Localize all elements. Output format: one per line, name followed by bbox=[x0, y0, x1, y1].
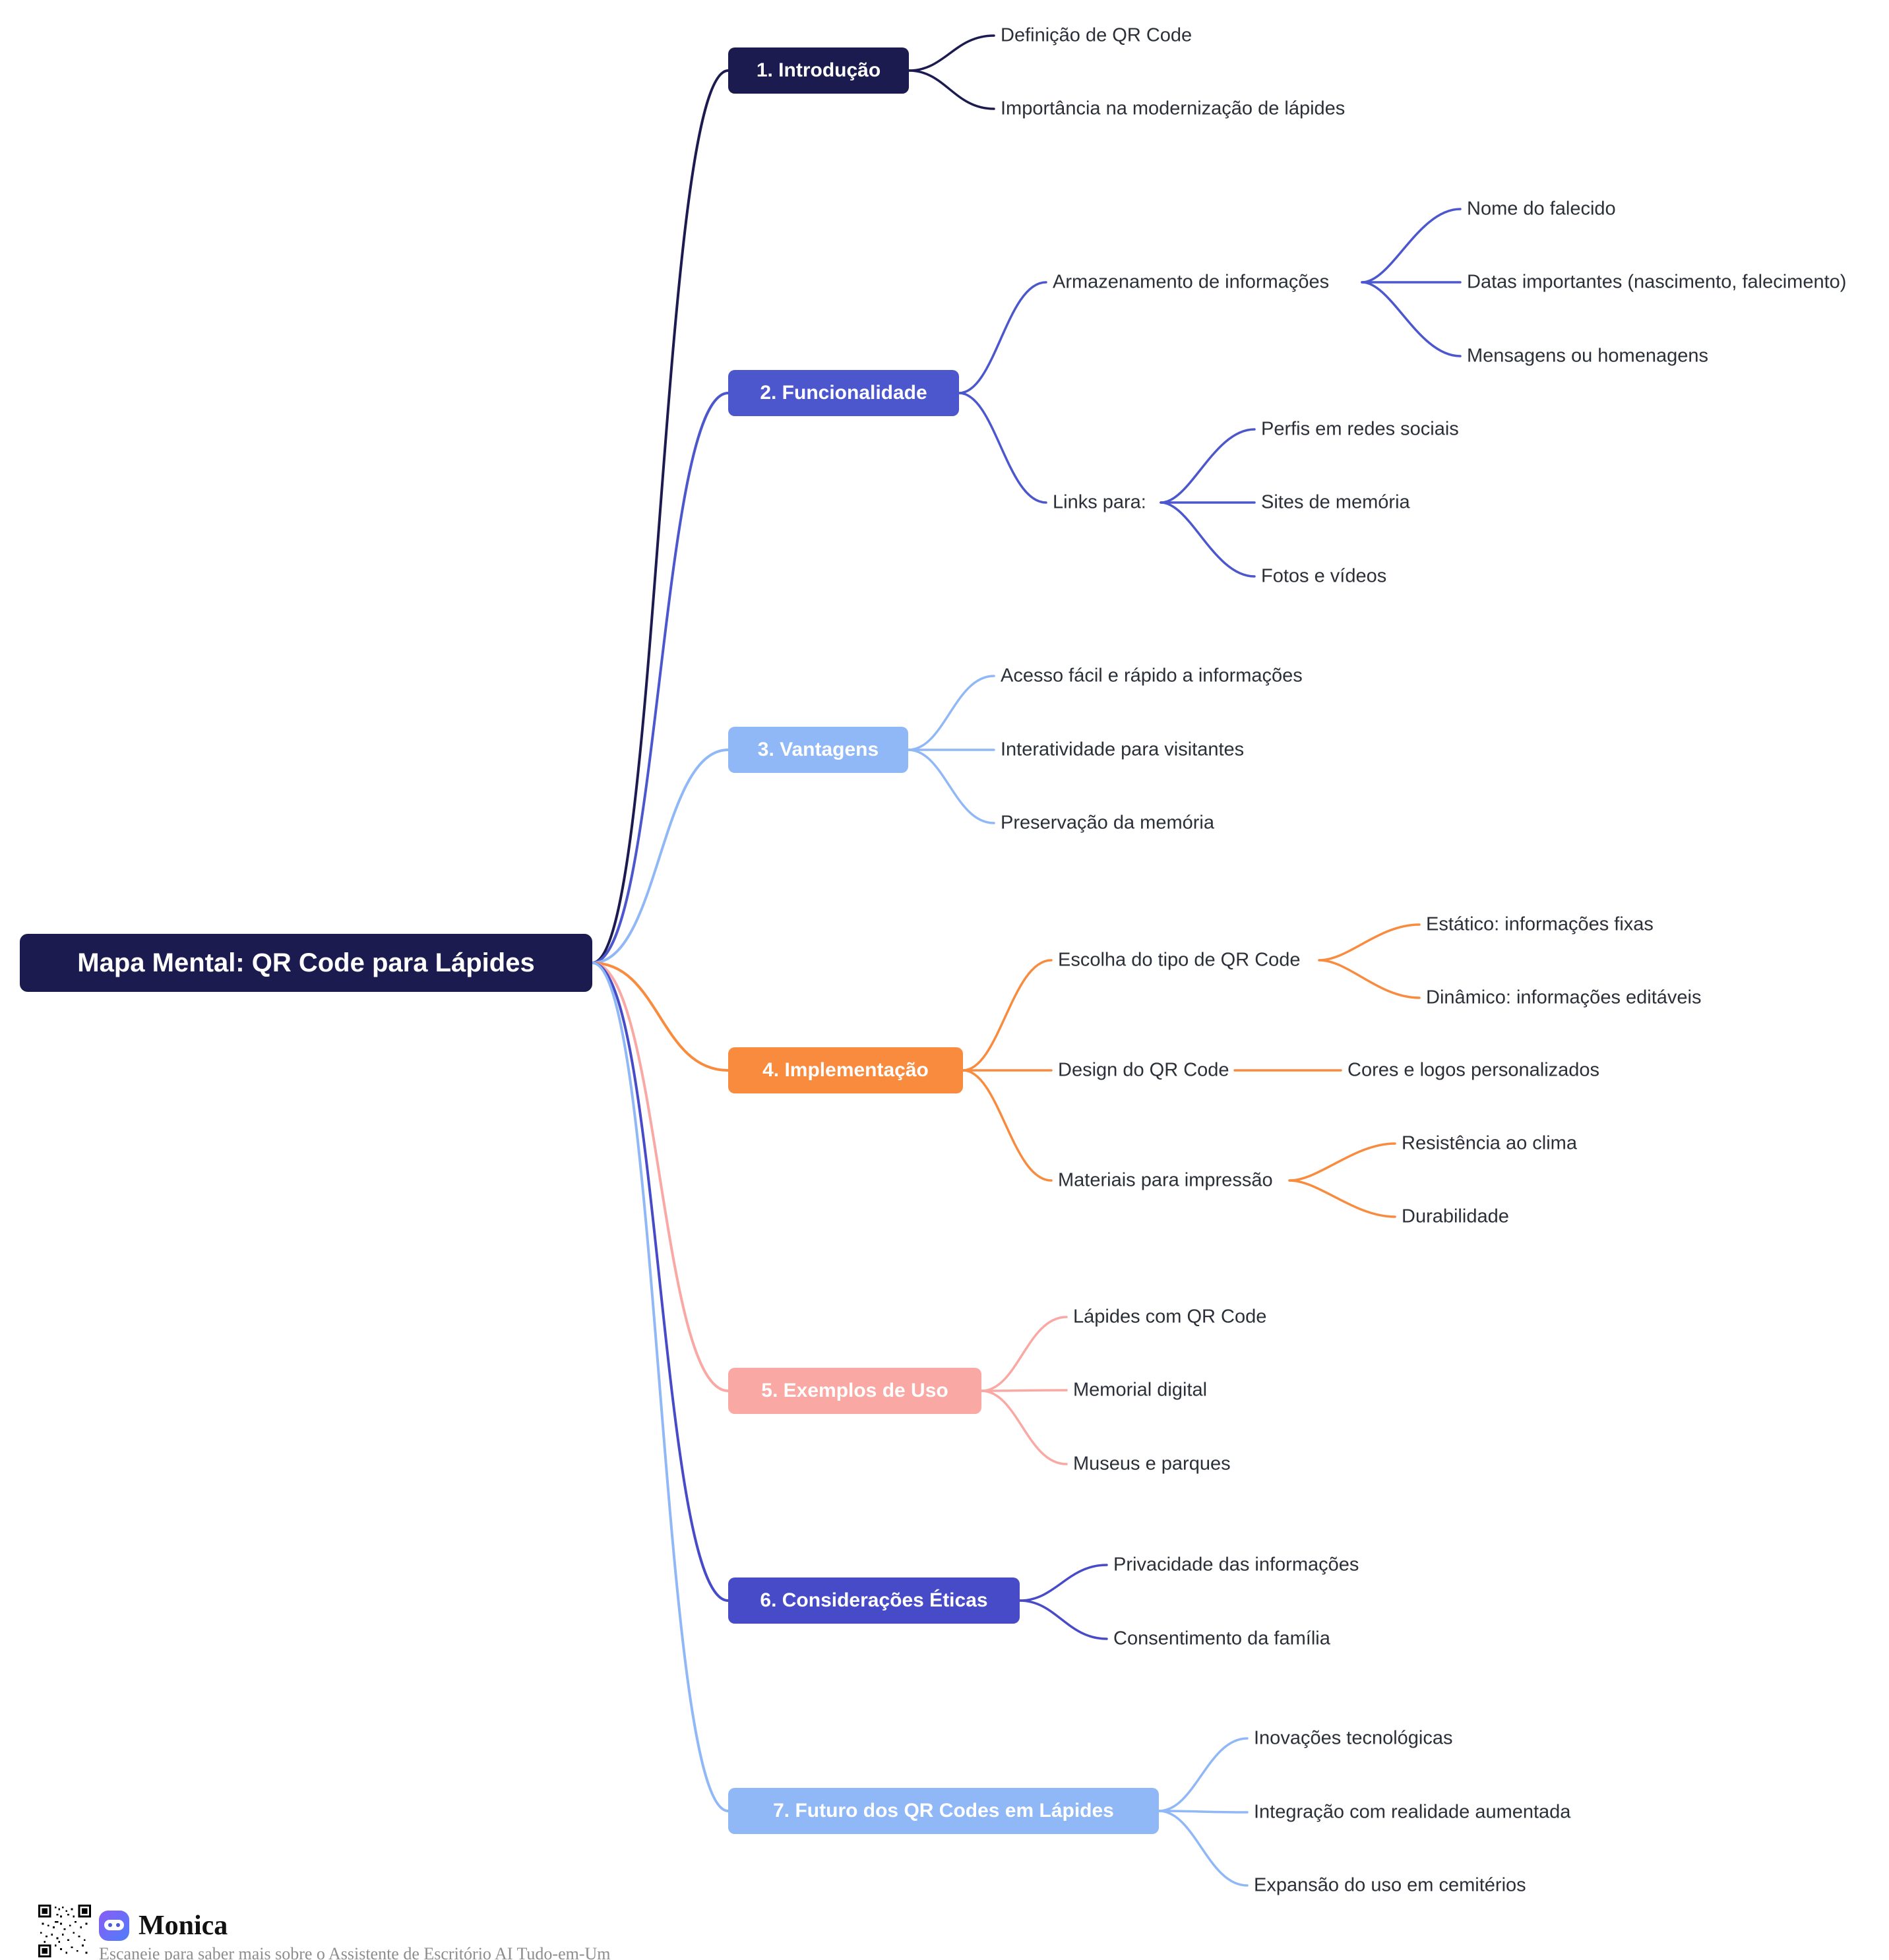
subtopic-node[interactable]: Armazenamento de informações bbox=[1053, 271, 1330, 293]
connector bbox=[1158, 1810, 1249, 1814]
leaf-node[interactable]: Estático: informações fixas bbox=[1426, 913, 1654, 935]
branch-node-introducao[interactable]: 1. Introdução bbox=[728, 47, 909, 94]
leaf-node[interactable]: Durabilidade bbox=[1402, 1206, 1509, 1227]
leaf-node[interactable]: Datas importantes (nascimento, falecimen… bbox=[1467, 271, 1847, 293]
monica-face bbox=[104, 1920, 124, 1930]
leaf-node[interactable]: Sites de memória bbox=[1261, 491, 1410, 513]
connector bbox=[962, 959, 1053, 1072]
leaf-node[interactable]: Integração com realidade aumentada bbox=[1254, 1801, 1571, 1823]
connector bbox=[980, 1316, 1068, 1392]
connector bbox=[1158, 1737, 1249, 1812]
branch-node-futuro[interactable]: 7. Futuro dos QR Codes em Lápides bbox=[728, 1788, 1159, 1834]
leaf-node[interactable]: Dinâmico: informações editáveis bbox=[1426, 987, 1702, 1008]
monica-logo-icon bbox=[99, 1911, 129, 1941]
connector bbox=[591, 962, 729, 1072]
brand-name: Monica bbox=[139, 1911, 228, 1941]
connector bbox=[1288, 1142, 1396, 1182]
leaf-node[interactable]: Lápides com QR Code bbox=[1073, 1306, 1267, 1328]
subtopic-node[interactable]: Design do QR Code bbox=[1058, 1059, 1229, 1081]
branch-node-vantagens[interactable]: 3. Vantagens bbox=[728, 727, 908, 773]
leaf-node[interactable]: Preservação da memória bbox=[1001, 812, 1214, 834]
branch-node-funcionalidade[interactable]: 2. Funcionalidade bbox=[728, 370, 959, 416]
connector bbox=[980, 1389, 1068, 1392]
leaf-node[interactable]: Inovações tecnológicas bbox=[1254, 1727, 1453, 1749]
leaf-node[interactable]: Memorial digital bbox=[1073, 1379, 1208, 1401]
connector bbox=[591, 69, 729, 964]
connector bbox=[591, 962, 729, 1812]
connector bbox=[1361, 281, 1462, 357]
connector bbox=[591, 392, 729, 964]
branch-node-implementacao[interactable]: 4. Implementação bbox=[728, 1047, 963, 1093]
connector bbox=[1158, 1810, 1249, 1887]
leaf-node[interactable]: Definição de QR Code bbox=[1001, 24, 1192, 46]
leaf-node[interactable]: Privacidade das informações bbox=[1113, 1554, 1359, 1576]
leaf-node[interactable]: Cores e logos personalizados bbox=[1347, 1059, 1600, 1081]
connector bbox=[908, 34, 995, 72]
connector bbox=[591, 962, 729, 1602]
connector bbox=[958, 392, 1047, 504]
connector bbox=[1018, 1599, 1108, 1640]
subtopic-node[interactable]: Links para: bbox=[1053, 491, 1146, 513]
connector bbox=[1160, 501, 1256, 578]
leaf-node[interactable]: Interatividade para visitantes bbox=[1001, 739, 1245, 760]
connector bbox=[908, 69, 995, 110]
leaf-node[interactable]: Museus e parques bbox=[1073, 1453, 1231, 1475]
leaf-node[interactable]: Importância na modernização de lápides bbox=[1001, 98, 1346, 119]
leaf-node[interactable]: Acesso fácil e rápido a informações bbox=[1001, 665, 1303, 687]
leaf-node[interactable]: Expansão do uso em cemitérios bbox=[1254, 1874, 1526, 1896]
branch-node-consideracoes[interactable]: 6. Considerações Éticas bbox=[728, 1577, 1020, 1624]
connector bbox=[1361, 208, 1462, 284]
subtopic-node[interactable]: Materiais para impressão bbox=[1058, 1169, 1273, 1191]
connector bbox=[1288, 1179, 1396, 1218]
connector bbox=[962, 1069, 1053, 1182]
leaf-node[interactable]: Consentimento da família bbox=[1113, 1628, 1330, 1649]
connector bbox=[907, 749, 995, 824]
connector bbox=[980, 1390, 1068, 1465]
root-node[interactable]: Mapa Mental: QR Code para Lápides bbox=[20, 934, 592, 992]
branch-node-exemplos[interactable]: 5. Exemplos de Uso bbox=[728, 1368, 981, 1414]
connector bbox=[1160, 428, 1256, 504]
watermark-caption: Escaneie para saber mais sobre o Assiste… bbox=[99, 1944, 611, 1960]
connector bbox=[591, 749, 729, 964]
leaf-node[interactable]: Nome do falecido bbox=[1467, 198, 1616, 220]
connector bbox=[591, 962, 729, 1392]
qr-code-icon bbox=[38, 1905, 91, 1957]
subtopic-node[interactable]: Escolha do tipo de QR Code bbox=[1058, 949, 1301, 971]
leaf-node[interactable]: Mensagens ou homenagens bbox=[1467, 345, 1708, 367]
connector bbox=[958, 281, 1047, 394]
connector bbox=[1318, 923, 1421, 962]
connector bbox=[907, 675, 995, 751]
leaf-node[interactable]: Resistência ao clima bbox=[1402, 1132, 1577, 1154]
leaf-node[interactable]: Perfis em redes sociais bbox=[1261, 418, 1459, 440]
leaf-node[interactable]: Fotos e vídeos bbox=[1261, 565, 1387, 587]
connector bbox=[1318, 959, 1421, 999]
connector bbox=[1018, 1564, 1108, 1602]
